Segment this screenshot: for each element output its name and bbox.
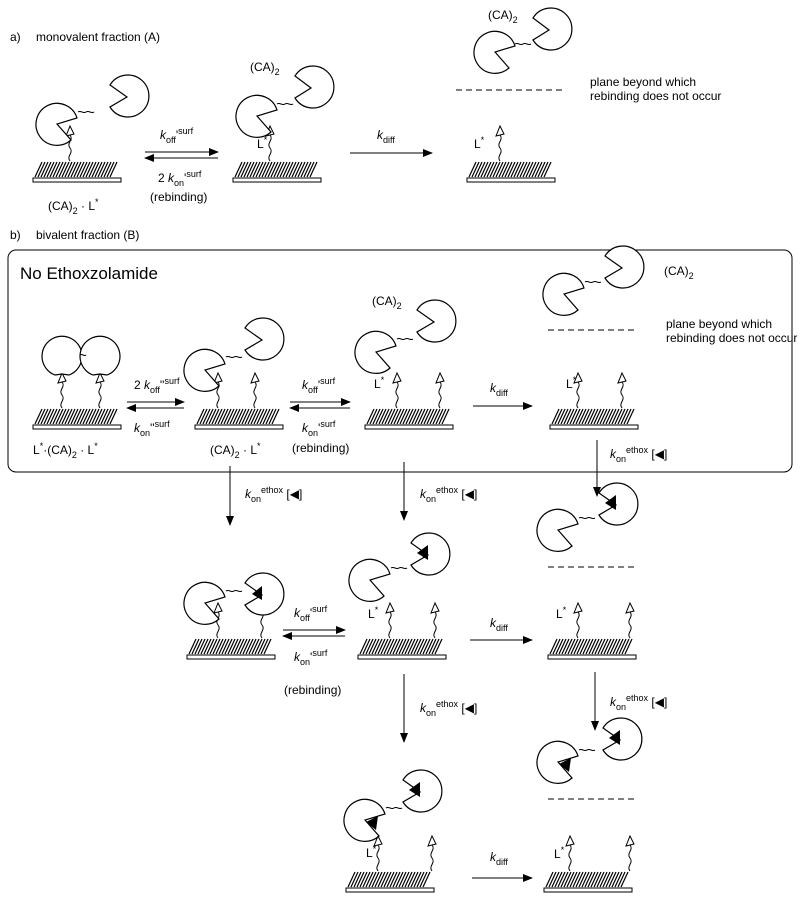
ca-unit <box>532 7 573 51</box>
ethox-arrow-2: konethox [◀] <box>400 462 477 521</box>
ca2-label: (CA)2 <box>664 264 694 281</box>
diffused-inhibited <box>536 482 639 660</box>
rate-kon-prime-surf: kon'surf <box>294 648 328 667</box>
rate-kdiff: kdiff <box>377 128 395 145</box>
rate-kdiff: kdiff <box>490 616 508 633</box>
ethoxzolamide-icon <box>252 586 262 600</box>
ca-unit <box>244 317 285 361</box>
complex-a-label: (CA)2 · L* <box>48 197 99 216</box>
ethoxzolamide-icon <box>559 758 571 772</box>
ethox-arrow-5: konethox [◀] <box>591 672 667 731</box>
plane-note-2: rebinding does not occur <box>666 331 797 345</box>
ca-unit <box>35 102 78 146</box>
ligand-label: L* <box>474 135 485 151</box>
ethox-arrow-4: konethox [◀] <box>400 674 477 743</box>
ca-unit <box>109 74 150 118</box>
ca2-label: (CA)2 <box>488 8 518 25</box>
section-a-label: a) <box>10 30 21 44</box>
rebinding-note: (rebinding) <box>292 441 349 455</box>
rebinding-note: (rebinding) <box>284 683 341 697</box>
ca-unit <box>343 798 386 842</box>
rate-kdiff: kdiff <box>490 850 508 867</box>
ethoxzolamide-icon <box>609 730 620 745</box>
plane-note-2: rebinding does not occur <box>590 89 721 103</box>
ca2-label: (CA)2 <box>372 294 402 311</box>
rate-kon-dprime-surf: kon''surf <box>134 419 170 438</box>
ethoxzolamide-icon <box>417 545 428 560</box>
no-ethoxzolamide-box <box>7 249 793 473</box>
ethoxzolamide-icon <box>366 816 378 830</box>
ca-unit <box>183 581 226 625</box>
singly-bound-inhibited <box>183 572 285 660</box>
released-inhibited <box>348 532 451 660</box>
ca-unit <box>354 330 397 374</box>
section-a-title: monovalent fraction (A) <box>36 30 160 44</box>
svg-text:konethox [◀]: konethox [◀] <box>610 445 667 464</box>
plane-note-1: plane beyond which <box>666 317 772 331</box>
complex-b-label: L*·(CA)2 · L* <box>33 441 98 460</box>
ca-unit <box>598 482 639 526</box>
rate-koff-dprime-surf: 2 koff''surf <box>134 376 180 395</box>
ca-unit <box>536 508 579 552</box>
ligand-label: L* <box>554 845 565 861</box>
svg-text:konethox [◀]: konethox [◀] <box>420 699 477 718</box>
ethox-arrow-3: konethox [◀] <box>593 440 667 497</box>
svg-text:konethox [◀]: konethox [◀] <box>245 485 302 504</box>
ca-unit <box>416 299 457 343</box>
ca-unit <box>244 572 285 616</box>
rate-kon-prime-surf: 2 kon'surf <box>158 169 202 188</box>
ca-unit <box>41 335 83 376</box>
rate-kdiff: kdiff <box>490 381 508 398</box>
ca-unit <box>348 558 391 602</box>
rate-koff-prime-surf: koff'surf <box>160 126 194 145</box>
ca2-label: (CA)2 <box>250 60 280 77</box>
plane-note-1: plane beyond which <box>590 75 696 89</box>
complex-c-label: (CA)2 · L* <box>210 441 261 460</box>
singly-bound-complex <box>183 317 285 430</box>
ligand-label: L* <box>257 135 268 151</box>
diffused-doubly-inhibited <box>536 717 643 893</box>
ca-unit <box>473 30 516 74</box>
ligand-label: L* <box>368 605 379 621</box>
diffused-state-a <box>466 7 573 183</box>
ca-unit <box>183 348 226 392</box>
ethox-arrow-1: konethox [◀] <box>226 466 302 526</box>
ligand-label: L* <box>556 605 567 621</box>
ca-unit <box>536 740 579 784</box>
ca-unit <box>294 65 335 109</box>
released-state-a <box>232 65 335 183</box>
ethoxzolamide-icon <box>605 495 616 510</box>
ca-unit <box>402 769 443 813</box>
ligand-label: L* <box>366 844 377 860</box>
bound-complex-a <box>32 74 150 183</box>
ethoxzolamide-icon <box>409 782 420 797</box>
diffused-state-b <box>542 245 645 430</box>
ca-unit <box>235 94 278 138</box>
section-b-label: b) <box>10 228 21 242</box>
ca-unit <box>542 272 585 316</box>
section-b-title: bivalent fraction (B) <box>36 228 139 242</box>
ca-unit <box>604 245 645 289</box>
released-state-b <box>354 299 457 430</box>
released-doubly-inhibited <box>343 769 443 893</box>
rebinding-note: (rebinding) <box>150 190 207 204</box>
ca-unit <box>410 532 451 576</box>
ligand-label: L* <box>374 375 385 391</box>
rate-koff-prime-surf: koff'surf <box>302 376 336 395</box>
rate-koff-prime-surf: koff'surf <box>294 604 328 623</box>
doubly-bound-complex <box>32 335 122 430</box>
ca-unit <box>79 335 121 376</box>
box-title: No Ethoxzolamide <box>20 264 158 283</box>
svg-text:konethox [◀]: konethox [◀] <box>610 693 667 712</box>
svg-text:konethox [◀]: konethox [◀] <box>420 485 477 504</box>
ca-unit <box>602 717 643 761</box>
ligand-label: L* <box>566 375 577 391</box>
rate-kon-prime-surf: kon'surf <box>302 419 336 438</box>
